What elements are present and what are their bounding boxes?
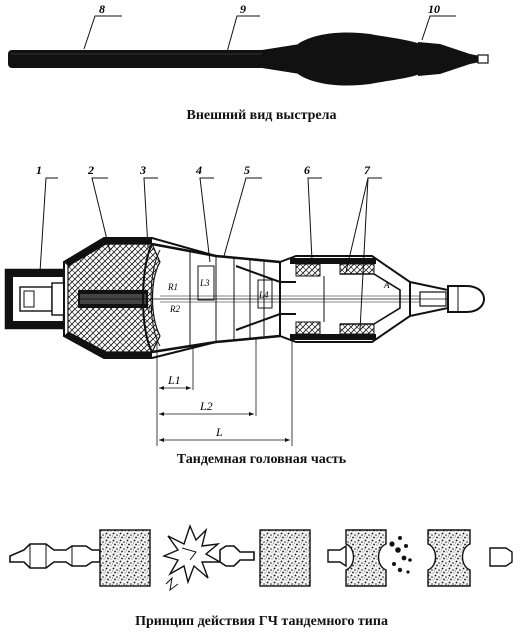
label-l4: L4 bbox=[258, 290, 269, 300]
caption-exterior: Внешний вид выстрела bbox=[186, 108, 337, 123]
label-r2: R2 bbox=[169, 304, 180, 314]
stage-approach bbox=[9, 529, 151, 587]
callout-3: 3 bbox=[139, 163, 146, 177]
armor-block-4 bbox=[427, 529, 471, 587]
callout-2: 2 bbox=[87, 163, 94, 177]
label-a: A bbox=[383, 280, 390, 290]
callout-8: 8 bbox=[99, 2, 105, 16]
callout-10: 10 bbox=[428, 2, 440, 16]
stage-precursor-burst bbox=[161, 524, 311, 592]
caption-principle: Принцип действия ГЧ тандемного типа bbox=[135, 614, 388, 629]
callout-9: 9 bbox=[240, 2, 246, 16]
warhead-body bbox=[298, 32, 420, 86]
armor-block-2 bbox=[259, 529, 311, 587]
label-beta: β bbox=[147, 304, 153, 314]
principle-sequence bbox=[9, 524, 513, 592]
label-l3: L3 bbox=[199, 278, 210, 288]
fuze-tip bbox=[477, 54, 489, 64]
label-r1: R1 bbox=[167, 282, 178, 292]
dimension-l2: L2 bbox=[199, 399, 213, 413]
callout-4: 4 bbox=[195, 163, 202, 177]
armor-block-3 bbox=[345, 529, 387, 587]
callout-7: 7 bbox=[364, 163, 371, 177]
tandem-warhead-section bbox=[4, 177, 486, 446]
dimension-l: L bbox=[215, 425, 223, 439]
callout-6: 6 bbox=[304, 163, 310, 177]
stage-perforated bbox=[427, 529, 513, 587]
grenade-exterior bbox=[8, 15, 489, 86]
stage-main-jet bbox=[327, 529, 412, 587]
armor-block-1 bbox=[99, 529, 151, 587]
nose-cone bbox=[418, 42, 480, 76]
motor-tube bbox=[8, 50, 266, 68]
caption-tandem-warhead: Тандемная головная часть bbox=[176, 452, 347, 467]
callout-1: 1 bbox=[36, 163, 42, 177]
transition-section bbox=[262, 44, 300, 74]
callout-5: 5 bbox=[244, 163, 250, 177]
dimension-l1: L1 bbox=[167, 373, 181, 387]
